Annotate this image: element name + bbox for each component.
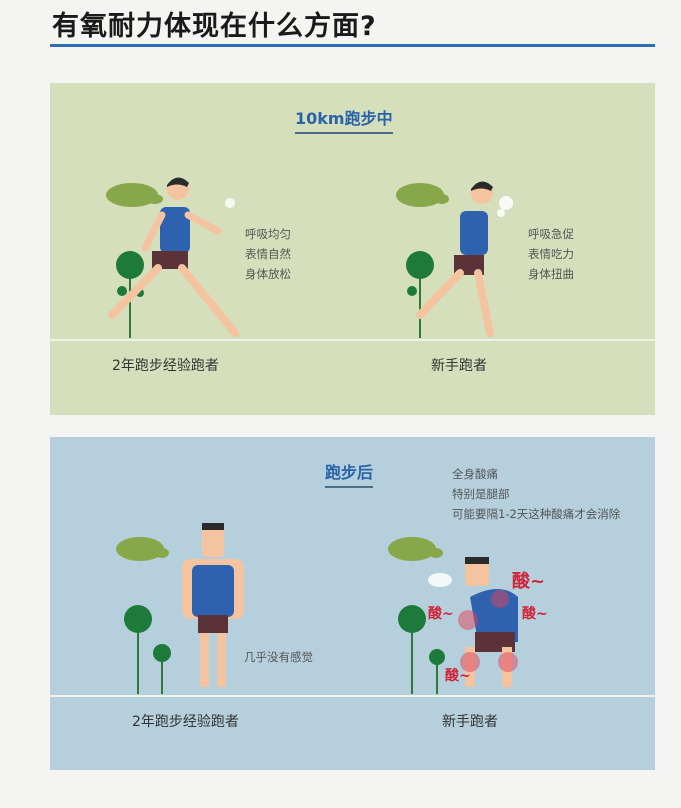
- panel-after-run: 跑步后 酸~ 酸~ 酸~ 酸~ 几乎没有感觉 全身酸痛 特别是腿部: [50, 437, 655, 770]
- text-line: 呼吸急促: [528, 227, 574, 241]
- panel-during-run: 10km跑步中 呼吸均匀 表情自然 身体放松 呼吸急: [50, 83, 655, 415]
- text-line: 身体扭曲: [528, 267, 574, 281]
- text-line: 表情自然: [245, 247, 291, 261]
- panel-heading: 10km跑步中: [295, 105, 393, 134]
- experienced-runner-figure: [108, 177, 239, 337]
- ground-line: [50, 695, 655, 697]
- ground-line: [50, 339, 655, 341]
- sore-label: 酸~: [522, 606, 548, 622]
- text-line: 全身酸痛: [452, 467, 498, 481]
- text-line: 身体放松: [245, 267, 291, 281]
- text-line: 表情吃力: [528, 247, 574, 261]
- text-line: 可能要隔1-2天这种酸痛才会消除: [452, 507, 621, 521]
- text-line: 特别是腿部: [452, 487, 510, 501]
- bush-icon: [116, 537, 169, 561]
- experienced-state-text: 呼吸均匀 表情自然 身体放松: [245, 224, 291, 284]
- panel-heading: 跑步后: [325, 459, 374, 488]
- standing-experienced-figure: [182, 523, 244, 687]
- tree-icon: [124, 605, 171, 694]
- experienced-state-text: 几乎没有感觉: [244, 647, 313, 667]
- page-title: 有氧耐力体现在什么方面?: [52, 11, 377, 42]
- tired-novice-figure: [428, 557, 518, 687]
- text-line: 呼吸均匀: [245, 227, 291, 241]
- tree-icon: [398, 605, 445, 694]
- caption-experienced: 2年跑步经验跑者: [112, 358, 219, 374]
- bush-icon: [106, 183, 163, 207]
- sore-label: 酸~: [445, 668, 471, 684]
- caption-experienced: 2年跑步经验跑者: [132, 714, 239, 730]
- text-line: 几乎没有感觉: [244, 650, 313, 664]
- sore-label: 酸~: [512, 571, 546, 592]
- tree-icon: [116, 251, 144, 338]
- after-run-illustration: [116, 523, 518, 694]
- runners-illustration: [106, 177, 513, 338]
- tree-icon: [406, 251, 434, 338]
- bush-icon: [396, 183, 449, 207]
- title-divider: [50, 44, 655, 47]
- caption-novice: 新手跑者: [442, 714, 498, 730]
- novice-runner-figure: [416, 181, 513, 337]
- caption-novice: 新手跑者: [431, 358, 487, 374]
- novice-state-text: 呼吸急促 表情吃力 身体扭曲: [528, 224, 574, 284]
- sore-label: 酸~: [428, 606, 454, 622]
- bush-icon: [388, 537, 443, 561]
- novice-state-text: 全身酸痛 特别是腿部 可能要隔1-2天这种酸痛才会消除: [452, 464, 620, 524]
